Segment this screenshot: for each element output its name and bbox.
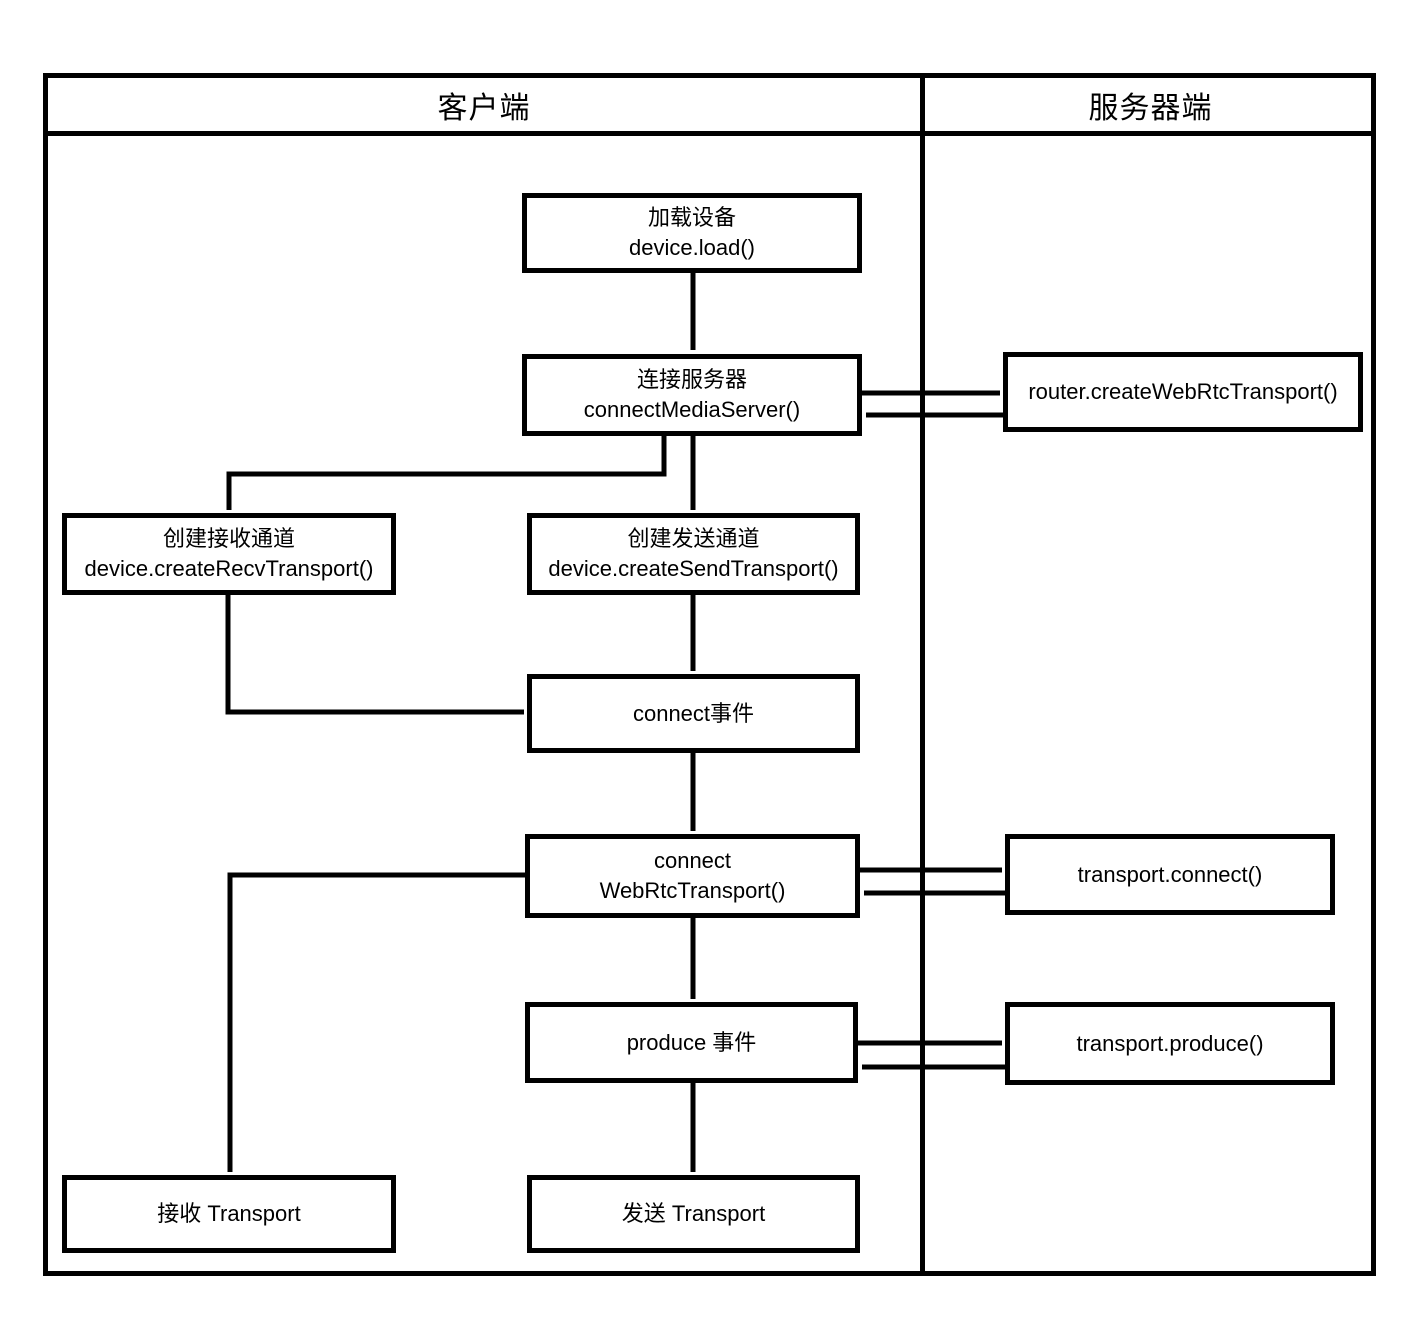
edge-connect-webrtc-to-recv-transport [227, 872, 527, 1172]
lane-divider-line [920, 73, 925, 1276]
node-transport-produce: transport.produce() [1005, 1002, 1335, 1085]
lane-header-server: 服务器端 [925, 78, 1376, 131]
lane-header-server-label: 服务器端 [1088, 91, 1213, 125]
node-transport-produce-label: transport.produce() [1076, 1030, 1264, 1056]
node-connect-webrtc-transport: connect WebRtcTransport() [525, 834, 860, 918]
node-transport-connect-label: transport.connect() [1077, 861, 1263, 887]
node-create-recv-transport-label-en: device.createRecvTransport() [84, 556, 374, 581]
node-produce-event-label: produce 事件 [626, 1029, 757, 1055]
edge-create-recv-to-connect-event [225, 595, 524, 715]
edge-connect-server-to-create-recv [226, 436, 667, 510]
node-recv-transport-label: 接收 Transport [157, 1201, 301, 1226]
node-connect-media-server: 连接服务器 connectMediaServer() [522, 354, 862, 436]
node-connect-webrtc-transport-label-2: WebRtcTransport() [599, 878, 786, 903]
lane-header-client: 客户端 [48, 78, 920, 131]
node-create-recv-transport: 创建接收通道 device.createRecvTransport() [62, 513, 396, 595]
lane-header-client-label: 客户端 [437, 91, 531, 125]
node-router-create-webrtc-transport: router.createWebRtcTransport() [1003, 352, 1363, 432]
node-send-transport-label: 发送 Transport [621, 1201, 766, 1226]
node-create-send-transport: 创建发送通道 device.createSendTransport() [527, 513, 860, 595]
node-load-device: 加载设备 device.load() [522, 193, 862, 273]
node-connect-webrtc-transport-label-1: connect [653, 848, 732, 873]
node-connect-event: connect事件 [527, 674, 860, 753]
node-load-device-label-zh: 加载设备 [647, 205, 736, 230]
diagram-frame [43, 73, 1376, 1276]
node-recv-transport: 接收 Transport [62, 1175, 396, 1253]
node-create-send-transport-label-zh: 创建发送通道 [627, 526, 760, 551]
node-create-recv-transport-label-zh: 创建接收通道 [162, 526, 295, 551]
node-produce-event: produce 事件 [525, 1002, 858, 1083]
node-router-create-webrtc-transport-label: router.createWebRtcTransport() [1028, 379, 1338, 404]
node-connect-media-server-label-zh: 连接服务器 [636, 367, 747, 392]
node-send-transport: 发送 Transport [527, 1175, 860, 1253]
node-connect-media-server-label-en: connectMediaServer() [583, 397, 801, 422]
node-connect-event-label: connect事件 [632, 700, 755, 726]
node-transport-connect: transport.connect() [1005, 834, 1335, 915]
node-create-send-transport-label-en: device.createSendTransport() [548, 556, 839, 581]
node-load-device-label-en: device.load() [629, 235, 755, 260]
header-divider-line [43, 131, 1376, 136]
